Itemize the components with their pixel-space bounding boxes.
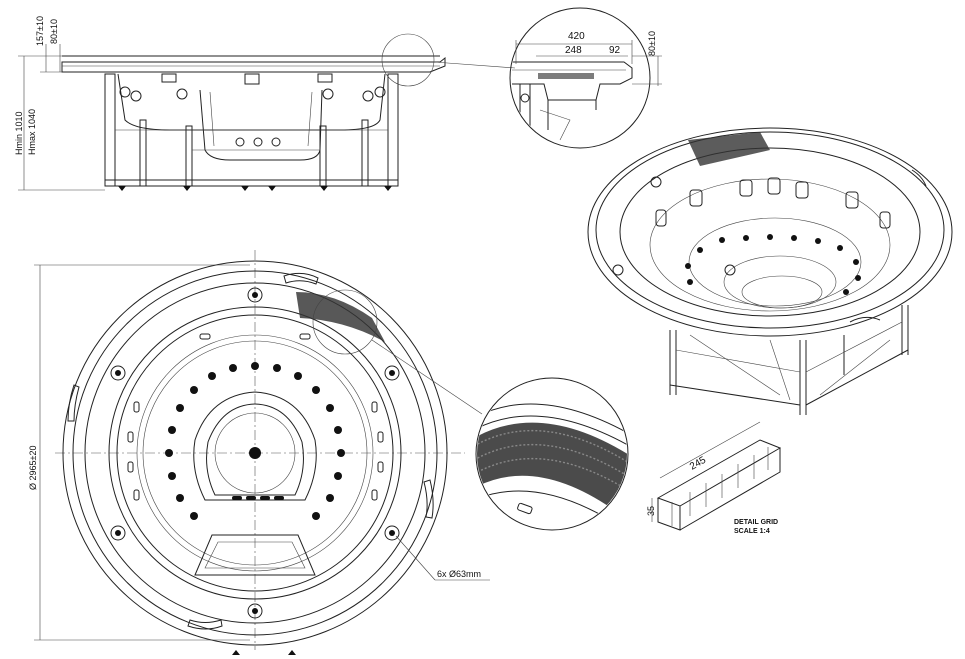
- grid-detail-circle: [475, 377, 629, 531]
- grid-length-label: 245: [688, 455, 708, 473]
- feet: [118, 186, 392, 191]
- side-elevation: Hmin 1010 Hmax 1040 157±10 80±10: [14, 16, 516, 191]
- frame: [104, 73, 399, 187]
- height-80-label: 80±10: [49, 19, 59, 44]
- plan-jets[interactable]: [165, 362, 345, 520]
- plan-view: Ø 2965±20 6x Ø63mm: [28, 250, 490, 655]
- dim-248: 248: [565, 45, 582, 56]
- grid-detail-marker: [312, 289, 378, 355]
- dim-420: 420: [568, 31, 585, 42]
- dim-92: 92: [609, 45, 621, 56]
- detail-grid-title: DETAIL GRID: [734, 519, 778, 526]
- grid-height-label: 35: [646, 506, 656, 516]
- iso-jets: [655, 177, 891, 229]
- rim-fittings: [110, 287, 400, 619]
- height-157-label: 157±10: [35, 16, 45, 46]
- seat: [194, 534, 316, 576]
- hmin-label: Hmin 1010: [14, 111, 24, 155]
- iso-grid: [688, 132, 770, 166]
- isometric-view: [587, 127, 953, 415]
- diameter-label: Ø 2965±20: [28, 446, 38, 490]
- fittings: [119, 73, 386, 147]
- footwell-jets: [232, 496, 284, 500]
- detail-grid-scale: SCALE 1:4: [734, 528, 770, 535]
- side-dimensions: Hmin 1010 Hmax 1040 157±10 80±10: [14, 16, 105, 191]
- side-jets: [127, 333, 384, 501]
- hmax-label: Hmax 1040: [27, 109, 37, 155]
- iso-small-jets[interactable]: [685, 234, 861, 295]
- iso-frame: [669, 305, 909, 415]
- detail-section: 420 248 92 80±10: [509, 7, 662, 149]
- handles: [67, 272, 434, 630]
- grid-part: 245 35 DETAIL GRID SCALE 1:4: [646, 421, 782, 535]
- dim-80-detail: 80±10: [647, 31, 657, 56]
- pillow-note: 6x Ø63mm: [437, 569, 481, 579]
- detail-marker-circle: [381, 33, 435, 87]
- drain-icon: [249, 447, 261, 459]
